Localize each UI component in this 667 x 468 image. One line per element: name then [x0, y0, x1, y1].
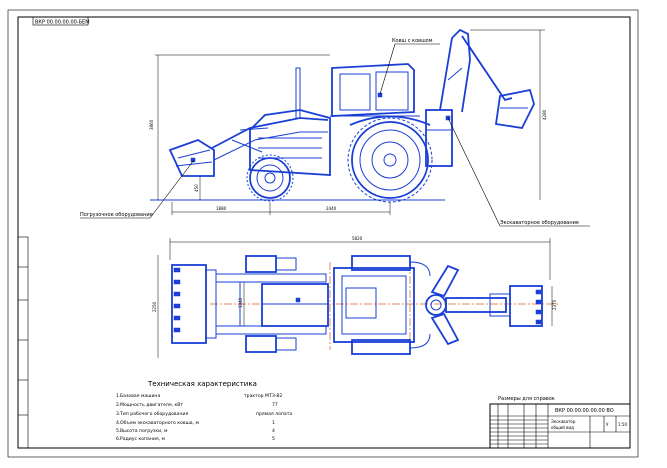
label-front-equipment: Погрузочное оборудование	[80, 212, 153, 218]
tech-row-name: Базовая машина	[120, 393, 160, 399]
tech-characteristics: Техническая характеристика 1. Базовая ма…	[116, 380, 292, 442]
stamp-scale: 1:50	[618, 422, 627, 427]
label-bucket: Ковш с ковшом	[392, 38, 433, 44]
svg-text:5.: 5.	[116, 428, 120, 434]
label-rear-equipment: Экскаваторное оборудование	[500, 220, 579, 226]
stamp-letter: У	[606, 422, 609, 427]
dim-bucket-h: 4280	[542, 109, 547, 120]
tech-row-name: Радиус копания, м	[120, 436, 166, 442]
tech-row-name: Тип рабочего оборудования	[119, 411, 188, 417]
plan-cab	[333, 267, 415, 343]
excavator-boom	[439, 28, 471, 113]
svg-text:2.: 2.	[116, 402, 120, 408]
side-view: 3860 450 4280 1880 2440 Ковш с ковшом По…	[80, 28, 590, 227]
svg-text:1.: 1.	[116, 393, 120, 399]
note-text: Размеры для справок	[498, 396, 555, 402]
stamp-name-1: Экскаватор	[551, 419, 576, 424]
plan-view: 5820 2250	[152, 236, 560, 358]
svg-text:6.: 6.	[116, 436, 120, 442]
dim-width: 2250	[152, 301, 157, 312]
tech-row-value: 4	[272, 428, 275, 434]
tech-row-value: прямая лопата	[256, 412, 292, 417]
stamp-code: ВКР 00.00.00.00.00 ВО	[555, 408, 614, 414]
tech-row-name: Мощность двигателя, кВт	[120, 402, 183, 408]
dim-overall-len: 5820	[352, 236, 363, 241]
doc-code-box: ВКР 00.00.00.00-БЕМ	[32, 16, 90, 26]
svg-text:4.: 4.	[116, 420, 120, 426]
excavator-bucket	[494, 88, 535, 129]
dim-wheelbase-front: 1880	[216, 206, 227, 211]
dim-height: 3860	[149, 119, 154, 130]
tech-row-name: Высота погрузки, м	[120, 428, 168, 434]
tech-title: Техническая характеристика	[147, 380, 257, 388]
front-bucket	[168, 139, 215, 177]
tech-row-value: трактор МТЗ-82	[244, 393, 282, 399]
tech-row-value: 5	[272, 436, 275, 442]
stamp-name-2: общий вид	[551, 425, 574, 430]
dim-plan-b: 2370	[552, 299, 557, 310]
tech-row-value: 77	[272, 402, 278, 408]
dim-small: 450	[194, 184, 199, 192]
front-wheel	[246, 154, 294, 202]
dim-plan-a: 1340	[238, 297, 243, 308]
tech-row-name: Объем экскаваторного ковша, м	[120, 420, 200, 426]
tech-row-value: 1	[272, 420, 275, 426]
title-block: ВКР 00.00.00.00.00 ВО Экскаватор общий в…	[489, 403, 631, 449]
plan-excavator-bucket	[509, 285, 543, 327]
sheet-frame	[17, 16, 631, 449]
doc-code-top: ВКР 00.00.00.00-БЕМ	[35, 20, 90, 26]
cab	[331, 63, 415, 117]
dim-wheelbase-rear: 2440	[326, 206, 337, 211]
svg-text:3.: 3.	[116, 411, 120, 417]
left-margin-strip	[17, 236, 29, 449]
rear-wheel	[347, 117, 433, 203]
